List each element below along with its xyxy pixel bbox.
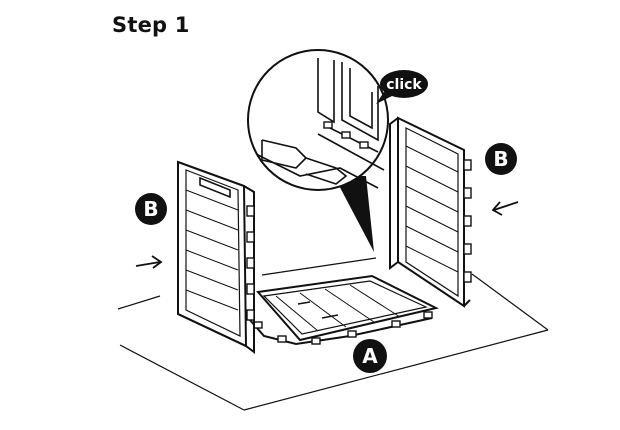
part-label-a: A xyxy=(353,339,387,373)
base-panel-a xyxy=(249,274,439,346)
click-callout: click xyxy=(376,70,428,104)
step-title: Step 1 xyxy=(112,13,190,37)
part-letter-b-left: B xyxy=(143,197,158,221)
click-label: click xyxy=(386,77,422,93)
zoom-detail-circle xyxy=(247,49,389,252)
side-panel-left-b xyxy=(177,160,255,354)
side-panel-right-b xyxy=(389,116,472,308)
floor-outline xyxy=(117,257,549,411)
part-label-b-left: B xyxy=(135,193,167,225)
arrow-left-icon xyxy=(491,201,519,216)
part-letter-a: A xyxy=(362,344,378,368)
part-label-b-right: B xyxy=(485,143,517,175)
arrow-right-icon xyxy=(135,255,163,269)
part-letter-b-right: B xyxy=(493,147,508,171)
